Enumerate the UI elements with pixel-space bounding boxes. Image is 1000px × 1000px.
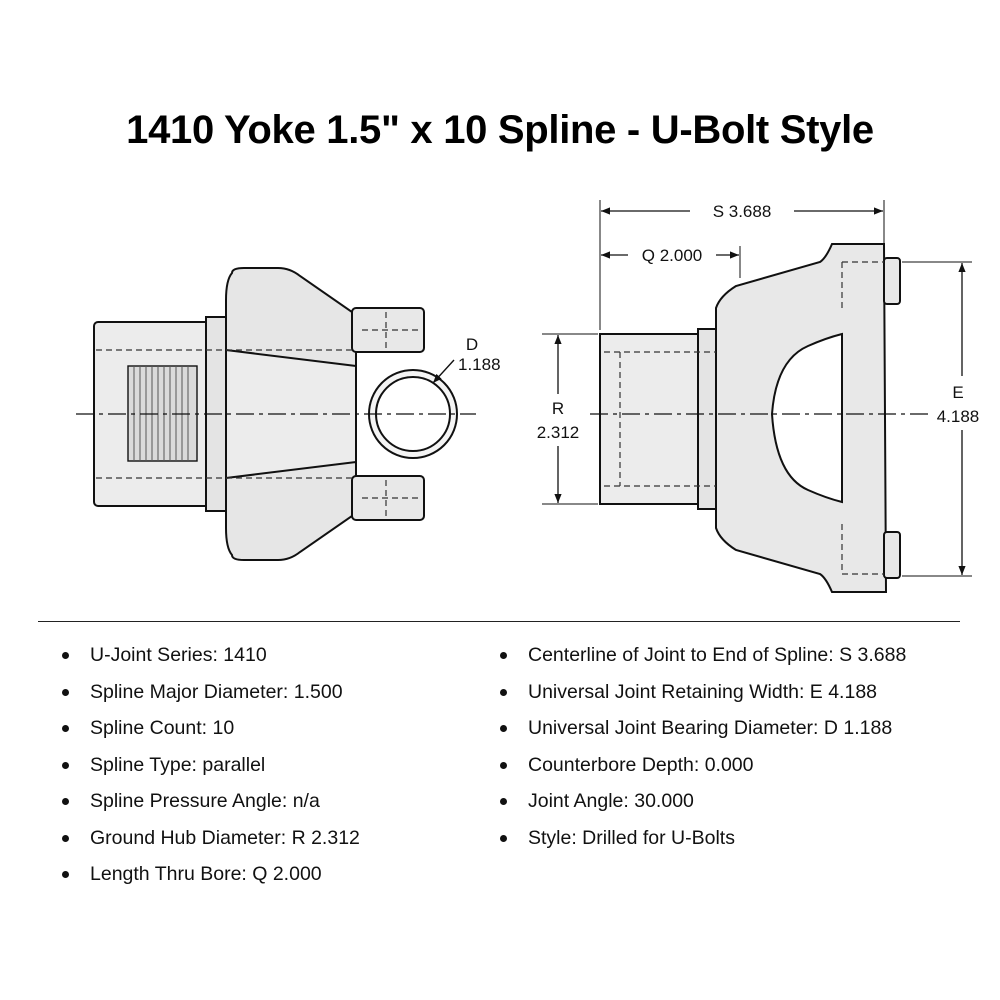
hub [599,333,701,505]
upper-ear [225,267,357,368]
d-leader-arrow [432,359,455,384]
label-d-value: 1.188 [458,355,501,374]
top-view [590,243,930,593]
spec-item: Counterbore Depth: 0.000 [500,753,906,790]
spec-list-left: U-Joint Series: 1410 Spline Major Diamet… [62,643,360,899]
label-r-value: 2.312 [537,423,580,442]
spec-item: Spline Pressure Angle: n/a [62,789,360,826]
spec-item: Spline Major Diameter: 1.500 [62,680,360,717]
lower-bolt-lug-top [883,531,901,579]
label-r: R [552,399,564,418]
side-view [76,267,476,561]
spec-item: Centerline of Joint to End of Spline: S … [500,643,906,680]
upper-bolt-lug-top [883,257,901,305]
spec-list-right: Centerline of Joint to End of Spline: S … [500,643,906,862]
dimension-lines [542,200,972,577]
label-s: S 3.688 [713,202,772,221]
label-e: E [952,383,963,402]
spec-item: Spline Type: parallel [62,753,360,790]
spec-item: Spline Count: 10 [62,716,360,753]
section-divider [38,621,960,622]
hidden-lines [96,312,420,516]
page-title: 1410 Yoke 1.5" x 10 Spline - U-Bolt Styl… [126,108,874,152]
spec-item: Style: Drilled for U-Bolts [500,826,906,863]
spec-item: Universal Joint Bearing Diameter: D 1.18… [500,716,906,753]
spec-item: Universal Joint Retaining Width: E 4.188 [500,680,906,717]
spec-item: Joint Angle: 30.000 [500,789,906,826]
label-q: Q 2.000 [642,246,703,265]
spec-item: Length Thru Bore: Q 2.000 [62,862,360,899]
top-hidden-lines [604,261,884,575]
label-d: D [466,335,478,354]
lower-ear [225,460,357,561]
spec-item: U-Joint Series: 1410 [62,643,360,680]
yoke-u-body [715,243,888,593]
spec-item: Ground Hub Diameter: R 2.312 [62,826,360,863]
label-e-value: 4.188 [937,407,980,426]
